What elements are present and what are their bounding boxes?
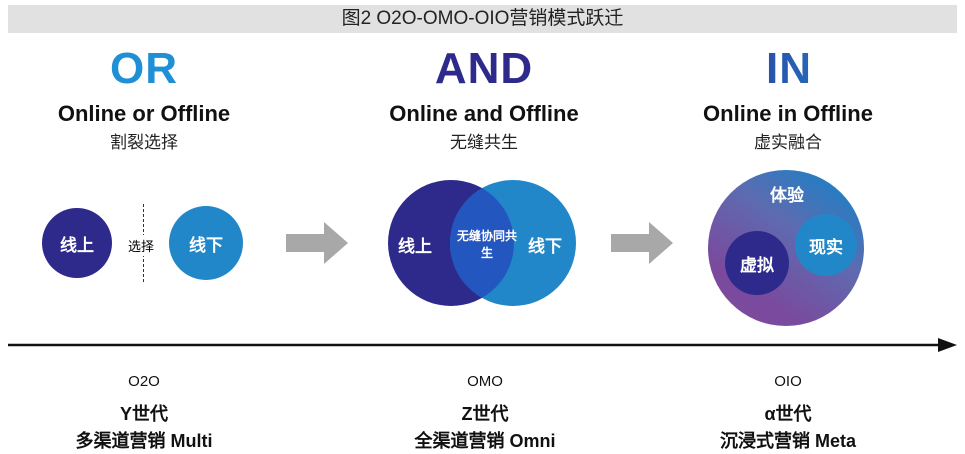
- cn-or: 割裂选择: [110, 133, 178, 152]
- model-omo: OMO: [467, 373, 503, 390]
- strategy-meta: 沉浸式营销 Meta: [719, 431, 856, 451]
- generation-y: Y世代: [119, 404, 168, 424]
- arrow-head-icon: [938, 338, 957, 352]
- model-o2o: O2O: [128, 373, 160, 390]
- virtual-label: 虚拟: [740, 255, 774, 275]
- subtitle-in: Online in Offline: [703, 101, 873, 126]
- generation-alpha: α世代: [764, 404, 812, 424]
- reality-label: 现实: [809, 237, 843, 257]
- cn-in: 虚实融合: [754, 133, 822, 152]
- choice-label: 选择: [126, 235, 157, 256]
- arrow-icon: [286, 222, 348, 264]
- virtual-circle: 虚拟: [725, 231, 789, 295]
- online-label: 线上: [398, 237, 432, 256]
- strategy-omni: 全渠道营销 Omni: [414, 431, 556, 451]
- offline-label: 线下: [189, 235, 223, 255]
- offline-label: 线下: [528, 237, 562, 256]
- subtitle-and: Online and Offline: [389, 101, 579, 126]
- cn-and: 无缝共生: [450, 133, 518, 152]
- strategy-multi: 多渠道营销 Multi: [75, 431, 213, 451]
- offline-circle: 线下: [169, 206, 243, 280]
- subtitle-or: Online or Offline: [57, 101, 231, 126]
- experience-label: 体验: [770, 186, 804, 205]
- keyword-and: AND: [434, 44, 534, 93]
- timeline-axis: [8, 338, 957, 352]
- online-label: 线上: [60, 235, 94, 255]
- online-circle: 线上: [42, 208, 112, 278]
- figure-title: 图2 O2O-OMO-OIO营销模式跃迁: [8, 5, 957, 33]
- generation-z: Z世代: [461, 404, 509, 424]
- reality-circle: 现实: [795, 214, 857, 276]
- model-oio: OIO: [774, 373, 802, 390]
- overlap-region: [450, 180, 514, 306]
- venn-diagram: [388, 180, 576, 306]
- overlap-label: 无缝协同共生: [456, 229, 517, 260]
- keyword-in: IN: [669, 44, 909, 94]
- arrow-icon: [611, 222, 673, 264]
- keyword-or: OR: [110, 44, 178, 93]
